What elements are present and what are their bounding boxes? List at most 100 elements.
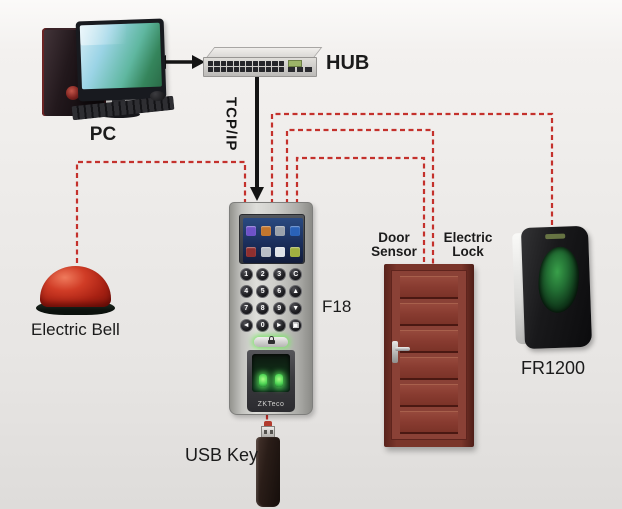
f18-screen-icon-tools xyxy=(275,225,286,236)
tcpip-label: TCP/IP xyxy=(222,96,240,152)
hub-port xyxy=(265,61,272,66)
f18-screen-bezel xyxy=(239,214,305,264)
door-panel xyxy=(400,303,458,326)
electric-bell-dome xyxy=(40,266,111,307)
f18-key-0: 0 xyxy=(256,319,270,332)
f18-fingerprint-module: ZKTeco xyxy=(247,350,295,412)
connection-f18-electric-bell xyxy=(75,160,247,268)
f18-key-4: 4 xyxy=(239,285,253,298)
hub-port-grid xyxy=(208,61,284,72)
f18-key-◄: ◄ xyxy=(239,319,253,332)
fr1200-led xyxy=(545,233,566,240)
door-sensor-label: Door Sensor xyxy=(363,231,425,259)
hub-port xyxy=(227,67,233,72)
lock-shackle-icon xyxy=(268,336,274,340)
door-handle-plate xyxy=(392,341,398,363)
usb-key-body xyxy=(256,437,280,507)
fingerprint-led-left xyxy=(259,374,267,387)
electric-bell-label: Electric Bell xyxy=(31,320,120,339)
f18-key-6: 6 xyxy=(272,285,286,298)
hub-port xyxy=(208,67,214,72)
f18-screen-icon-card xyxy=(260,246,271,257)
connection-f18-fr1200 xyxy=(270,112,554,228)
arrowhead-hub-f18-tcpip xyxy=(250,187,264,201)
hub-port xyxy=(259,67,265,72)
hub-port xyxy=(214,61,220,66)
f18-key-C: C xyxy=(289,268,303,281)
door-panel xyxy=(400,411,458,434)
hub-front-face xyxy=(203,57,317,77)
f18-key-►: ► xyxy=(272,319,286,332)
f18-brand-logo: ZKTeco xyxy=(257,401,285,408)
hub-port xyxy=(240,67,246,72)
f18-screen-icon-menu-selected xyxy=(246,225,257,236)
door-handle-lever xyxy=(395,347,410,351)
hub-port xyxy=(220,61,227,66)
f18-screen-icon-users xyxy=(289,246,300,257)
electric-bell xyxy=(36,264,116,318)
fr1200-reader xyxy=(512,225,594,350)
pc-monitor xyxy=(75,18,167,102)
usb-key-tip xyxy=(264,421,272,427)
f18-key-5: 5 xyxy=(256,285,270,298)
pc-screen-glare xyxy=(79,23,127,46)
pc-label: PC xyxy=(89,124,117,145)
hub-port xyxy=(220,67,227,72)
hub-port xyxy=(259,61,265,66)
usb-key-label: USB Key xyxy=(185,445,259,465)
hub-label-chip xyxy=(288,60,302,67)
hub-label: HUB xyxy=(326,52,370,74)
f18-key-7: 7 xyxy=(239,302,253,315)
f18-lock-indicator xyxy=(254,336,288,347)
f18-screen-icon-mail xyxy=(246,246,257,257)
f18-key-9: 9 xyxy=(272,302,286,315)
hub-port xyxy=(272,61,278,66)
f18-screen xyxy=(243,218,303,263)
f18-fingerprint-window xyxy=(252,354,290,392)
fr1200-body xyxy=(520,225,593,350)
hub-port xyxy=(265,67,272,72)
door-panel xyxy=(400,384,458,407)
electric-lock-label-line1: Electric xyxy=(443,230,493,245)
f18-key-▼: ▼ xyxy=(289,302,303,315)
hub-switch xyxy=(203,47,323,78)
usb-connector-slot xyxy=(270,430,273,434)
door-sensor-label-line1: Door xyxy=(378,230,410,245)
hub-port xyxy=(278,67,284,72)
hub-port xyxy=(233,61,240,66)
door-panel xyxy=(400,276,458,299)
hub-uplink-port xyxy=(305,67,313,72)
electric-lock-label: Electric Lock xyxy=(437,231,499,259)
hub-port xyxy=(246,61,252,66)
f18-key-▣: ▣ xyxy=(289,319,303,332)
hub-port xyxy=(240,61,246,66)
door xyxy=(384,264,474,447)
door-panel xyxy=(400,330,458,353)
hub-port xyxy=(233,67,240,72)
fr1200-label: FR1200 xyxy=(521,358,586,378)
door-sensor-label-line2: Sensor xyxy=(371,244,417,259)
f18-key-▲: ▲ xyxy=(289,285,303,298)
pc-tower-emblem xyxy=(66,86,80,100)
hub-uplink-ports xyxy=(288,67,313,72)
fingerprint-led-right xyxy=(275,374,283,387)
f18-key-1: 1 xyxy=(239,268,253,281)
f18-screen-icon-documents xyxy=(275,246,286,257)
usb-key xyxy=(253,421,283,508)
f18-key-2: 2 xyxy=(256,268,270,281)
hub-uplink-port xyxy=(296,67,304,72)
f18-key-8: 8 xyxy=(256,302,270,315)
f18-screen-icon-message xyxy=(260,225,271,236)
door-panel xyxy=(400,357,458,380)
hub-port xyxy=(208,61,214,66)
hub-port xyxy=(227,61,233,66)
hub-port xyxy=(252,61,259,66)
f18-label: F18 xyxy=(322,297,352,316)
f18-key-3: 3 xyxy=(272,268,286,281)
hub-port xyxy=(252,67,259,72)
hub-port xyxy=(278,61,284,66)
f18-screen-icon-network-globe xyxy=(289,225,300,236)
